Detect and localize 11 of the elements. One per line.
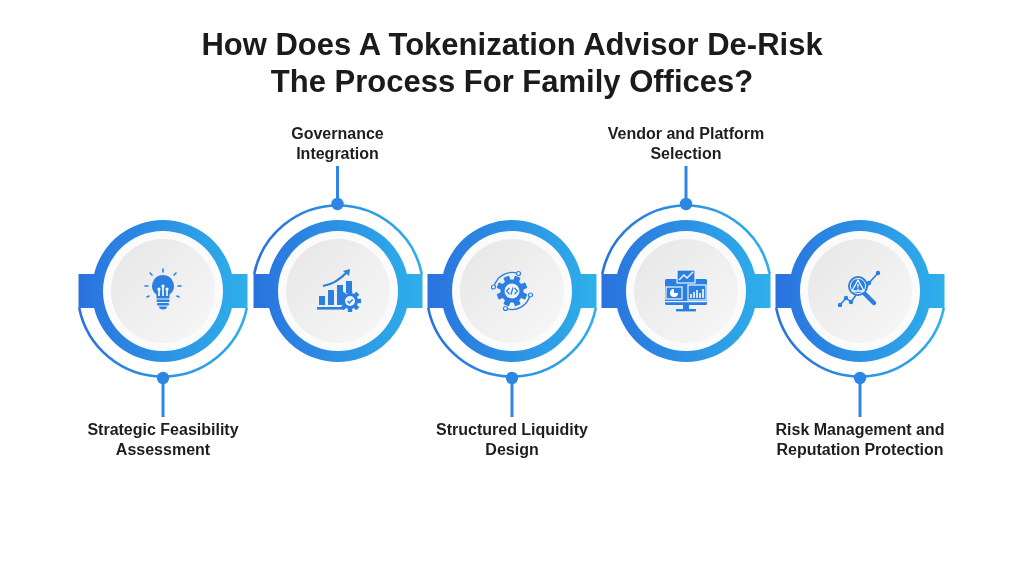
step-label: Risk Management and Reputation Protection	[760, 417, 960, 462]
leader-line	[853, 371, 867, 417]
title: How Does A Tokenization Advisor De-Risk The Process For Family Offices?	[200, 26, 824, 100]
leader-line	[505, 371, 519, 417]
step-label: Governance Integration	[272, 121, 403, 166]
step-label: Structured Liquidity Design	[417, 417, 607, 462]
leader-line	[331, 166, 344, 211]
leader-line	[156, 371, 170, 417]
leader-line	[679, 166, 693, 211]
step-label: Vendor and Platform Selection	[591, 121, 781, 166]
step-label: Strategic Feasibility Assessment	[68, 417, 258, 462]
